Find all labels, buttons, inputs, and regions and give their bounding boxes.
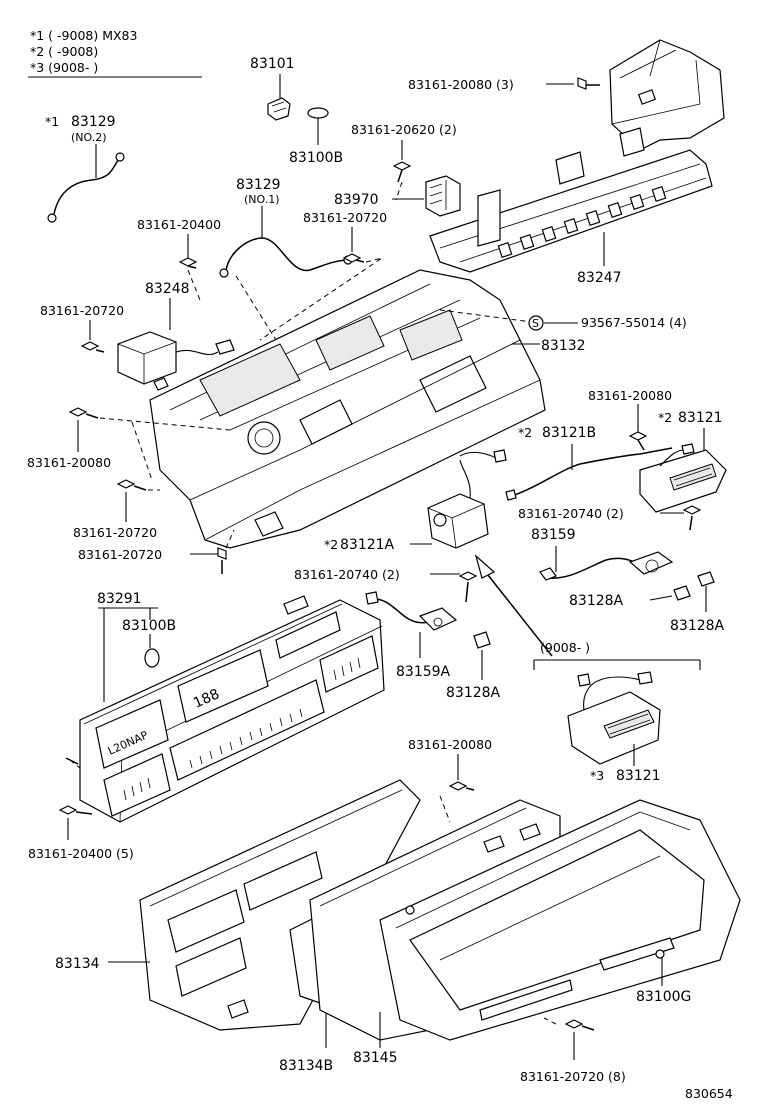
part-83100B-bulb-mid[interactable] <box>144 634 160 668</box>
part-83970-connector[interactable] <box>392 175 461 217</box>
part-83121B-harness[interactable] <box>459 444 673 501</box>
part-83291-gauge-board[interactable]: L20NAP 188 <box>65 595 385 823</box>
part-83134-panel[interactable] <box>139 779 421 1031</box>
callout-83101: 83101 <box>250 56 295 72</box>
callout-83134B: 83134B <box>279 1058 333 1074</box>
callout-83128A-b: 83128A <box>670 618 725 634</box>
meter-small-right <box>319 635 379 693</box>
callout-83132: 83132 <box>541 338 586 354</box>
screw-83161-20720-c[interactable] <box>116 421 160 522</box>
callout-83161-20620-2: 83161-20620 (2) <box>351 122 457 137</box>
part-83132-housing[interactable] <box>149 269 546 549</box>
callout-83145: 83145 <box>353 1050 398 1066</box>
callout-93567-55014-4: 93567-55014 (4) <box>581 315 687 330</box>
meter-top-right <box>275 611 341 659</box>
screw-83161-20740-2a[interactable] <box>660 505 702 531</box>
legend: *1 ( -9008) MX83 *2 ( -9008) *3 (9008- ) <box>28 28 202 78</box>
part-83121A-sender[interactable] <box>427 459 489 549</box>
leader-83291 <box>98 607 158 702</box>
callout-83121-top: 83121 <box>678 410 723 426</box>
callout-83161-20720-d: 83161-20720 <box>78 547 162 562</box>
callout-83161-20400-5: 83161-20400 (5) <box>28 846 134 861</box>
callout-83121B-mark: *2 <box>518 425 532 440</box>
part-83121-fuel-gauge-unit[interactable] <box>639 443 727 513</box>
screw-83161-20620-2[interactable] <box>392 140 412 183</box>
screw-83161-20400[interactable] <box>178 234 198 269</box>
bracket-slots <box>497 185 667 259</box>
callout-83159: 83159 <box>531 527 576 543</box>
callout-83121A-mark: *2 <box>324 537 338 552</box>
callout-83134: 83134 <box>55 956 100 972</box>
part-83129-no2-harness[interactable] <box>47 144 125 223</box>
callout-83121-bottom-mark: *3 <box>590 768 604 783</box>
part-83100B-bulb-top[interactable] <box>307 107 329 145</box>
callout-83161-20080-left: 83161-20080 <box>27 455 111 470</box>
screw-83161-20720-a[interactable] <box>259 227 383 341</box>
part-83248-relay[interactable] <box>117 331 235 391</box>
callout-83128A-a: 83128A <box>569 593 624 609</box>
callout-83128A-c: 83128A <box>446 685 501 701</box>
callout-83161-20720-8: 83161-20720 (8) <box>520 1069 626 1084</box>
screw-83161-20080-c[interactable] <box>439 754 475 823</box>
screw-83161-20080-b[interactable] <box>628 404 648 451</box>
part-83128A-b[interactable] <box>697 571 715 612</box>
callout-83121A: 83121A <box>340 537 395 553</box>
callout-83291: 83291 <box>97 591 142 607</box>
callout-83121-top-mark: *2 <box>658 410 672 425</box>
screw-83161-20720-d[interactable] <box>190 529 235 574</box>
callout-83100B-mid: 83100B <box>122 618 176 634</box>
callout-83161-20720-b: 83161-20720 <box>40 303 124 318</box>
callout-83121B: 83121B <box>542 425 596 441</box>
svg-text:S: S <box>532 317 539 330</box>
callout-83247: 83247 <box>577 270 622 286</box>
callout-83161-20080-3: 83161-20080 (3) <box>408 77 514 92</box>
callout-83161-20080-b: 83161-20080 <box>588 388 672 403</box>
callout-83129-no1: 83129 <box>236 177 281 193</box>
callout-83970: 83970 <box>334 192 379 208</box>
callout-83161-20740-2a: 83161-20740 (2) <box>518 506 624 521</box>
legend-row-2: *2 ( -9008) <box>30 44 98 59</box>
screw-83161-20080-left[interactable] <box>68 407 231 452</box>
screw-83161-20740-2b[interactable] <box>430 571 478 603</box>
legend-row-3: *3 (9008- ) <box>30 60 98 75</box>
meter-lcd-odometer: 188 <box>177 649 269 723</box>
assembly-guides <box>187 181 403 341</box>
legend-row-1: *1 ( -9008) MX83 <box>30 28 137 43</box>
callout-83248: 83248 <box>145 281 190 297</box>
group-bracket-9008 <box>533 659 701 670</box>
part-83247-bracket[interactable] <box>429 39 725 273</box>
callout-83161-20080-c: 83161-20080 <box>408 737 492 752</box>
part-83159A-harness[interactable] <box>365 591 458 658</box>
part-83101-socket[interactable] <box>267 74 291 121</box>
callout-83100B-top: 83100B <box>289 150 343 166</box>
screw-83161-20720-b[interactable] <box>80 320 105 353</box>
callout-83121-bottom: 83121 <box>616 768 661 784</box>
callout-9008-group: (9008- ) <box>540 640 590 655</box>
callout-83161-20720-a: 83161-20720 <box>303 210 387 225</box>
callout-83129-no2-mark: *1 <box>45 114 59 129</box>
part-93567-clip[interactable]: S <box>439 309 578 331</box>
part-83159-harness[interactable] <box>539 546 674 581</box>
screw-83161-20080-3[interactable] <box>546 77 600 90</box>
callout-83161-20720-c: 83161-20720 <box>73 525 157 540</box>
part-83128A-c[interactable] <box>473 631 491 680</box>
meter-small-left <box>103 753 171 817</box>
callout-83129-no1-sub: (NO.1) <box>244 193 280 206</box>
callout-83161-20740-2b: 83161-20740 (2) <box>294 567 400 582</box>
callout-83129-no2-sub: (NO.2) <box>71 131 107 144</box>
callout-83159A: 83159A <box>396 664 451 680</box>
screw-83161-20720-8[interactable] <box>543 1017 595 1060</box>
callout-83161-20400: 83161-20400 <box>137 217 221 232</box>
callout-83129-no2: 83129 <box>71 114 116 130</box>
screw-83161-20400-5[interactable] <box>58 805 93 840</box>
part-83128A-a[interactable] <box>649 585 691 601</box>
meter-tach-bar <box>169 679 325 781</box>
part-83100G-cluster-cover[interactable] <box>379 799 741 1041</box>
part-83121-fuel-gauge-unit-alt[interactable] <box>567 671 661 766</box>
callout-83100G: 83100G <box>636 989 691 1005</box>
diagram-id: 830654 <box>685 1086 733 1101</box>
assembly-arrow <box>474 554 553 657</box>
